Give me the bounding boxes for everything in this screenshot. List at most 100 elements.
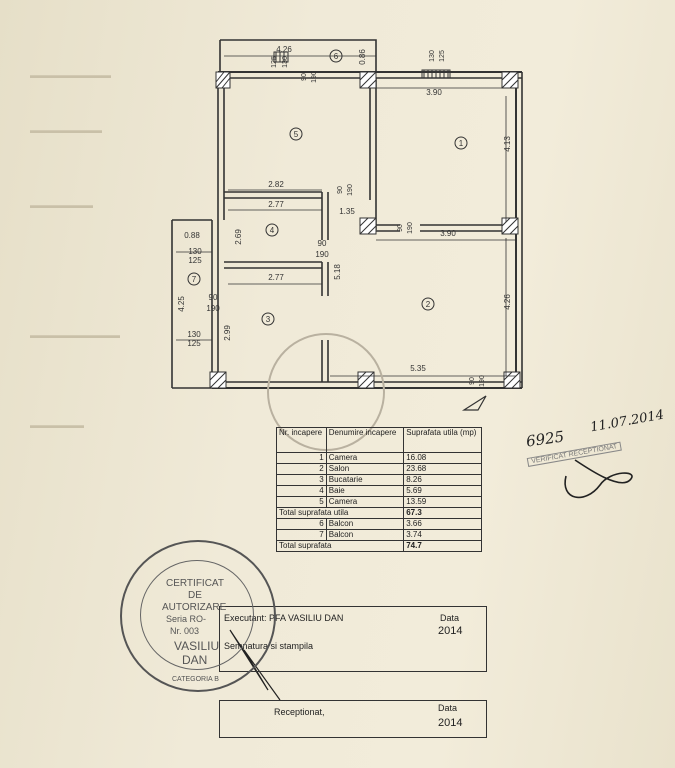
cell-nr: 7	[276, 529, 327, 541]
cell-name: Camera	[325, 496, 405, 508]
receptionat-box: Receptionat, Data 2014	[219, 700, 487, 738]
dimension: 190	[479, 375, 486, 387]
dimension: 190	[347, 184, 354, 196]
table-row: 3 Bucatarie 8.26	[276, 474, 482, 486]
dimension: 4.25	[177, 296, 186, 312]
table-row: 1 Camera 16.08	[276, 452, 482, 464]
receptionat-label: Receptionat,	[274, 707, 325, 717]
room-number: 7	[192, 275, 197, 284]
stamp-text: DE	[188, 590, 202, 601]
date-label: Data	[440, 613, 460, 623]
stamp-text: Seria RO-	[166, 614, 207, 624]
date-year: 2014	[438, 717, 463, 729]
cell-area: 3.74	[403, 529, 482, 541]
total-useful-row: Total suprafata utila 67.3	[275, 507, 482, 519]
dimension: 130	[282, 56, 289, 68]
dimension: 130	[429, 50, 436, 62]
dimension: 90	[397, 224, 404, 232]
table-row: 5 Camera 13.59	[276, 496, 482, 508]
dimension: 90	[209, 293, 218, 302]
cell-name: Baie	[325, 485, 405, 497]
bleed-through-text: ▬▬▬▬▬▬▬	[30, 200, 93, 210]
dimension: 90	[337, 186, 344, 194]
dimension: 125	[439, 50, 446, 62]
cell-nr: 3	[276, 474, 327, 486]
header-nr: Nr. incapere	[276, 427, 327, 453]
authorization-stamp: CERTIFICAT DE AUTORIZARE Seria RO- Nr. 0…	[120, 540, 276, 692]
room-number: 2	[426, 300, 431, 309]
cell-area: 8.26	[403, 474, 482, 486]
dimension: 90	[469, 377, 476, 385]
cell-area: 13.59	[403, 496, 482, 508]
stamp-text: DAN	[182, 653, 208, 667]
stamp-text: CERTIFICAT	[166, 578, 224, 589]
table-row: 2 Salon 23.68	[276, 463, 482, 475]
date-year: 2014	[438, 625, 463, 637]
cell-name: Bucatarie	[325, 474, 405, 486]
table-row: 7 Balcon 3.74	[276, 529, 482, 541]
dimension: 130	[187, 330, 201, 339]
dimension: 2.77	[268, 200, 284, 209]
dimension: 1.35	[339, 207, 355, 216]
cell-area: 23.68	[403, 463, 482, 475]
dimension: 190	[206, 304, 220, 313]
cell-name: Salon	[325, 463, 405, 475]
stamp-text: VASILIU	[174, 639, 220, 653]
stamp-text: CATEGORIA B	[172, 676, 219, 683]
cell-name: Balcon	[325, 518, 405, 530]
room-number: 3	[266, 315, 271, 324]
dimension: 190	[315, 250, 329, 259]
stamp-text: AUTORIZARE	[162, 602, 227, 613]
dimension: 2.69	[234, 229, 243, 245]
table-row: 6 Balcon 3.66	[276, 518, 482, 530]
north-arrow-icon	[461, 395, 487, 411]
stamp-text: Nr. 003	[170, 626, 200, 636]
dimension: 0.88	[184, 231, 200, 240]
dimension: 2.77	[268, 273, 284, 282]
cell-nr: 6	[276, 518, 327, 530]
dimension: 2.99	[223, 325, 232, 341]
bleed-through-text: ▬▬▬▬▬▬▬▬▬▬	[30, 330, 120, 340]
cell-nr: 1	[276, 452, 327, 464]
bleed-through-text: ▬▬▬▬▬▬	[30, 420, 84, 430]
dimension: 125	[271, 56, 278, 68]
cell-area: 3.66	[403, 518, 482, 530]
table-header-row: Nr. incapere Denumire incapere Suprafata…	[276, 427, 482, 453]
cell-nr: 5	[276, 496, 327, 508]
dimension: 5.18	[333, 264, 342, 280]
dimension: 130	[188, 247, 202, 256]
cell-name: Camera	[325, 452, 405, 464]
total-label: Total suprafata	[275, 540, 405, 552]
dimension: 4.26	[503, 294, 512, 310]
room-number: 6	[334, 52, 339, 61]
cell-area: 5.69	[403, 485, 482, 497]
room-number: 4	[270, 226, 275, 235]
cell-area: 16.08	[403, 452, 482, 464]
dimension: 90	[301, 73, 308, 81]
dimension: 90	[318, 239, 327, 248]
dimension: 5.35	[410, 364, 426, 373]
total-useful-value: 67.3	[403, 507, 482, 519]
signature-icon	[564, 459, 633, 499]
cell-nr: 2	[276, 463, 327, 475]
dimension: 3.90	[426, 88, 442, 97]
bleed-through-text: ▬▬▬▬▬▬▬▬▬	[30, 70, 111, 80]
room-number: 5	[294, 130, 299, 139]
header-area: Suprafata utila (mp)	[403, 427, 482, 453]
dimension: 0.86	[358, 49, 367, 65]
dimension: 190	[407, 222, 414, 234]
header-name: Denumire incapere	[325, 427, 405, 453]
total-value: 74.7	[403, 540, 482, 552]
dimension: 2.82	[268, 180, 284, 189]
executant-label: Executant: PFA VASILIU DAN	[224, 613, 344, 623]
table-row: 4 Baie 5.69	[276, 485, 482, 497]
dimension: 125	[187, 339, 201, 348]
cell-name: Balcon	[325, 529, 405, 541]
date-label: Data	[438, 703, 458, 713]
dimension: 190	[311, 71, 318, 83]
dimension: 4.26	[276, 45, 292, 54]
areas-table: Nr. incapere Denumire incapere Suprafata…	[275, 427, 482, 552]
dimension: 3.90	[440, 229, 456, 238]
